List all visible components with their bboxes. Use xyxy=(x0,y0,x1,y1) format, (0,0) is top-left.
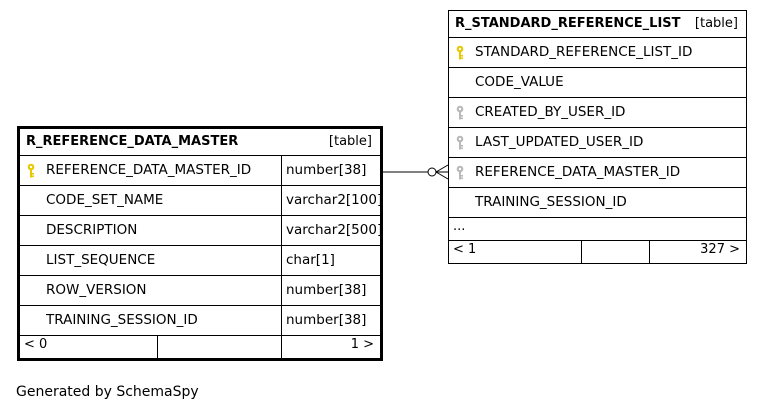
column-row[interactable]: STANDARD_REFERENCE_LIST_ID xyxy=(449,38,746,68)
primary-key-icon xyxy=(455,45,465,61)
foreign-key-icon xyxy=(455,105,465,121)
table-header: R_REFERENCE_DATA_MASTER [table] xyxy=(20,129,380,156)
column-row[interactable]: LAST_UPDATED_USER_ID xyxy=(449,128,746,158)
generated-by-caption: Generated by SchemaSpy xyxy=(16,384,199,400)
children-count[interactable]: 1 > xyxy=(281,336,380,358)
more-columns-ellipsis: ... xyxy=(449,218,746,241)
table-name[interactable]: R_STANDARD_REFERENCE_LIST xyxy=(455,16,681,31)
column-name: STANDARD_REFERENCE_LIST_ID xyxy=(475,44,693,60)
crow-foot-upper xyxy=(435,164,449,173)
column-row[interactable]: TRAINING_SESSION_ID number[38] xyxy=(20,306,380,336)
column-row[interactable]: CODE_SET_NAME varchar2[100] xyxy=(20,186,382,216)
column-row[interactable]: CREATED_BY_USER_ID xyxy=(449,98,746,128)
column-row[interactable]: CODE_VALUE xyxy=(449,68,746,98)
column-name: ROW_VERSION xyxy=(46,282,147,298)
column-name: CODE_VALUE xyxy=(475,74,564,90)
table-r-reference-data-master[interactable]: R_REFERENCE_DATA_MASTER [table] REFERENC… xyxy=(17,126,383,361)
column-name: DESCRIPTION xyxy=(46,222,138,238)
table-footer: < 1 327 > xyxy=(449,241,746,263)
column-type: char[1] xyxy=(281,246,380,275)
column-name: REFERENCE_DATA_MASTER_ID xyxy=(475,164,681,180)
foreign-key-icon xyxy=(455,135,465,151)
column-name: CODE_SET_NAME xyxy=(46,192,164,208)
column-type: varchar2[100] xyxy=(281,186,382,215)
column-type: number[38] xyxy=(281,306,380,335)
table-name[interactable]: R_REFERENCE_DATA_MASTER xyxy=(26,134,239,149)
table-header: R_STANDARD_REFERENCE_LIST [table] xyxy=(449,11,746,38)
column-row[interactable]: REFERENCE_DATA_MASTER_ID number[38] xyxy=(20,156,380,186)
foreign-key-icon xyxy=(455,165,465,181)
column-type: varchar2[500] xyxy=(281,216,382,245)
column-row[interactable]: ROW_VERSION number[38] xyxy=(20,276,380,306)
table-type-label: [table] xyxy=(694,16,738,31)
table-r-standard-reference-list[interactable]: R_STANDARD_REFERENCE_LIST [table] STANDA… xyxy=(448,10,747,264)
column-row[interactable]: TRAINING_SESSION_ID xyxy=(449,188,746,218)
column-name: LIST_SEQUENCE xyxy=(46,252,156,268)
column-name: TRAINING_SESSION_ID xyxy=(475,194,627,210)
crow-foot-lower xyxy=(435,171,449,180)
column-type: number[38] xyxy=(281,276,380,305)
column-row[interactable]: DESCRIPTION varchar2[500] xyxy=(20,216,382,246)
column-row[interactable]: REFERENCE_DATA_MASTER_ID xyxy=(449,158,746,188)
column-name: LAST_UPDATED_USER_ID xyxy=(475,134,644,150)
column-row[interactable]: LIST_SEQUENCE char[1] xyxy=(20,246,380,276)
column-type: number[38] xyxy=(281,156,380,185)
column-name: REFERENCE_DATA_MASTER_ID xyxy=(46,162,252,178)
table-type-label: [table] xyxy=(328,134,372,149)
parents-count[interactable]: < 0 xyxy=(24,337,48,352)
column-name: CREATED_BY_USER_ID xyxy=(475,104,626,120)
optional-circle xyxy=(427,167,437,177)
footer-spacer xyxy=(157,336,281,358)
table-footer: < 0 1 > xyxy=(20,336,380,358)
children-count[interactable]: 327 > xyxy=(649,241,746,263)
column-name: TRAINING_SESSION_ID xyxy=(46,312,198,328)
parents-count[interactable]: < 1 xyxy=(453,242,477,257)
primary-key-icon xyxy=(26,163,36,179)
footer-spacer xyxy=(581,241,649,263)
